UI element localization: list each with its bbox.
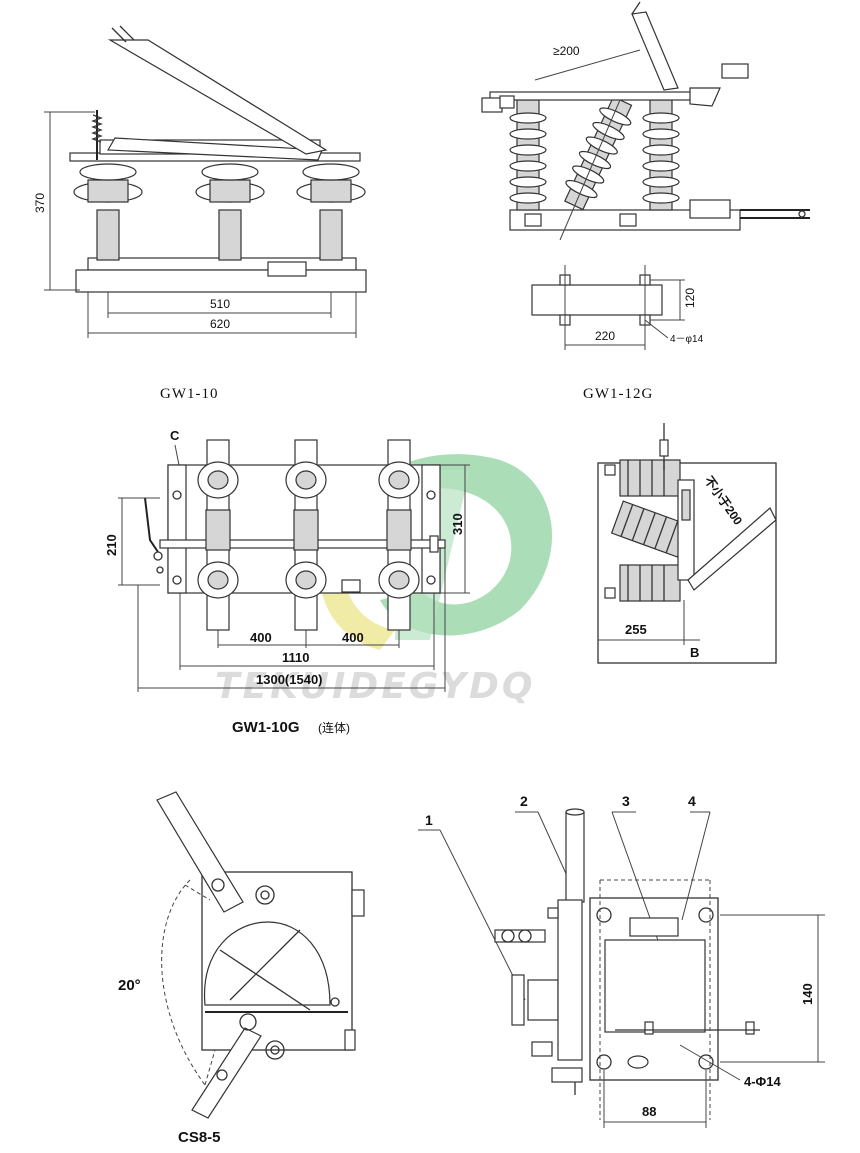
label-b: B bbox=[690, 645, 699, 660]
nameplate bbox=[341, 579, 361, 593]
box-3 bbox=[604, 939, 706, 1033]
callout-1: 1 bbox=[425, 812, 433, 828]
gw1-12g-drawing: ≥200 220 120 4－φ14 bbox=[481, 1, 810, 350]
insulator-stack-left bbox=[509, 99, 547, 211]
dim-400-right: 400 bbox=[342, 630, 364, 645]
handle-closed bbox=[156, 791, 244, 913]
dim-140: 140 bbox=[800, 983, 815, 1005]
base-plan bbox=[531, 284, 663, 316]
dim-400-left: 400 bbox=[250, 630, 272, 645]
holes-4-14: 4－φ14 bbox=[670, 334, 704, 345]
dim-ge200: ≥200 bbox=[553, 44, 580, 58]
shaft bbox=[565, 811, 585, 903]
insulator-stack-right bbox=[642, 99, 680, 211]
dim-1110: 1110 bbox=[282, 650, 310, 665]
dim-1300: 1300(1540) bbox=[256, 672, 323, 687]
dim-310: 310 bbox=[450, 513, 465, 535]
cs8-5-side-view: 1 2 3 4 bbox=[418, 793, 825, 1128]
side-blade bbox=[687, 507, 777, 591]
angle-20: 20° bbox=[118, 977, 141, 994]
dim-120: 120 bbox=[683, 288, 697, 308]
insulator-inclined bbox=[564, 96, 633, 211]
pole-1 bbox=[197, 439, 239, 631]
switch-blade bbox=[631, 11, 679, 91]
cs8-5-drawing: 20° bbox=[118, 791, 365, 1119]
dim-255: 255 bbox=[625, 622, 647, 637]
nameplate bbox=[267, 261, 307, 277]
caption-cs8-5: CS8-5 bbox=[178, 1129, 221, 1146]
callout-3: 3 bbox=[622, 793, 630, 809]
dim-510: 510 bbox=[210, 297, 230, 311]
dim-210: 210 bbox=[104, 534, 119, 556]
side-insulator-bottom bbox=[619, 564, 681, 602]
pole-2 bbox=[285, 439, 327, 631]
caption-gw1-10: GW1-10 bbox=[160, 386, 219, 402]
label-c: C bbox=[170, 428, 180, 443]
pole-3 bbox=[378, 439, 420, 631]
watermark-text: TEKUIDEGYDQ bbox=[215, 666, 536, 707]
dim-88: 88 bbox=[642, 1104, 656, 1119]
mechanism-plate bbox=[201, 871, 353, 1051]
insulator-right bbox=[296, 163, 366, 261]
holes-4-phi14: 4-Φ14 bbox=[744, 1074, 781, 1089]
callout-4: 4 bbox=[688, 793, 696, 809]
dim-not-less-200: 不小于200 bbox=[702, 473, 747, 528]
back-plate bbox=[589, 897, 719, 1081]
dim-220: 220 bbox=[595, 329, 615, 343]
dim-370: 370 bbox=[33, 193, 47, 213]
caption-gw1-12g: GW1-12G bbox=[583, 386, 653, 402]
gw1-10g-side-view: 不小于200 255 B bbox=[597, 423, 777, 664]
dim-620: 620 bbox=[210, 317, 230, 331]
callout-2: 2 bbox=[520, 793, 528, 809]
caption-gw1-10g-suffix: (连体) bbox=[318, 720, 350, 735]
insulator-left bbox=[73, 163, 143, 261]
gw1-10g-drawing: C bbox=[104, 428, 470, 692]
side-insulator-top bbox=[619, 459, 681, 497]
base-channel bbox=[75, 269, 367, 293]
gw1-10-drawing: 370 510 620 bbox=[33, 25, 367, 338]
caption-gw1-10g: GW1-10G bbox=[232, 719, 300, 736]
insulator-middle bbox=[195, 163, 265, 261]
